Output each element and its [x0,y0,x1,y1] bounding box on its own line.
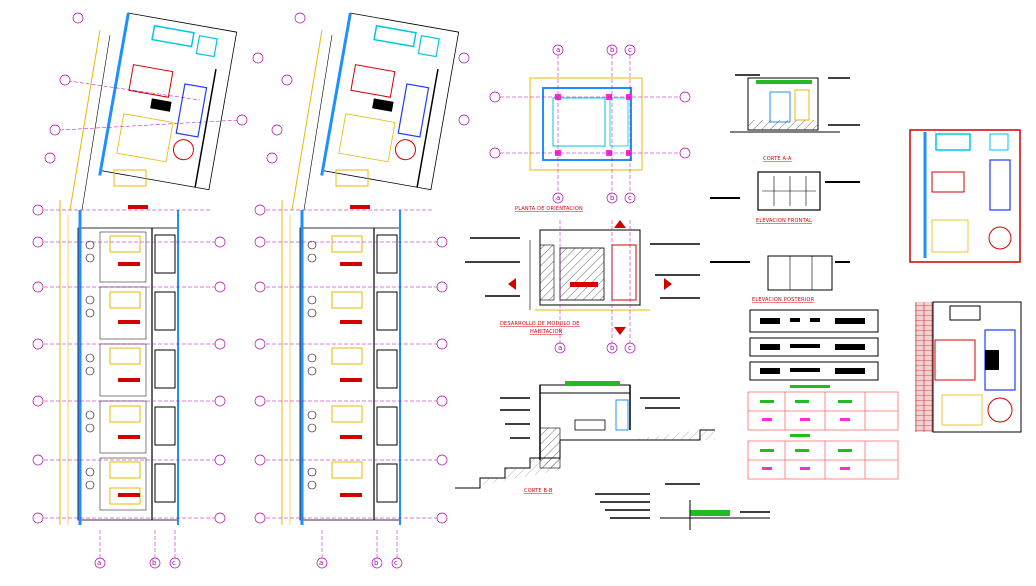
title-elevacion-posterior: ELEVACION POSTERIOR [752,297,815,303]
floor-plan-right: a b c [254,12,470,569]
title-corte-aa: CORTE A-A [763,156,792,162]
grid-bubble-b-2: b [374,559,379,567]
orient-bubble-c-bottom: c [628,194,632,202]
module-bubble-c: c [628,344,632,352]
grid-bubble-c-2: c [394,559,398,567]
room-plan-detail [909,129,1021,263]
rear-elevation: ELEVACION POSTERIOR [710,255,850,303]
grid-bubble-b: b [152,559,157,567]
module-bubble-b: b [610,344,615,352]
orient-bubble-b-bottom: b [610,194,615,202]
orient-bubble-c-top: c [628,46,632,54]
room-module-plan: a b c DESARROLLO DE MODULO DE HABITACION [465,220,700,354]
section-b-b: CORTE B-B [455,381,715,494]
grid-bubble-a-2: a [319,559,323,567]
orient-bubble-b-top: b [610,46,615,54]
floor-plan-left: a b c [32,12,264,569]
section-a-a: CORTE A-A [730,74,860,162]
title-desarrollo-modulo-2: HABITACION [530,329,563,335]
orientation-plan: a b c a b c PLANTA DE ORIENTACION [489,44,691,212]
wall-detail [595,483,770,530]
orient-bubble-a-bottom: a [556,194,560,202]
detailed-room-plan [915,301,1022,433]
title-elevacion-frontal: ELEVACION FRONTAL [756,218,812,224]
front-elevation: ELEVACION FRONTAL [710,171,860,224]
grid-bubble-c: c [172,559,176,567]
module-bubble-a: a [558,344,562,352]
orient-bubble-a-top: a [556,46,560,54]
title-corte-bb: CORTE B-B [524,488,553,494]
title-desarrollo-modulo-1: DESARROLLO DE MODULO DE [500,321,580,327]
grid-bubble-a: a [97,559,101,567]
title-planta-orientacion: PLANTA DE ORIENTACION [515,206,583,212]
tables [747,309,899,480]
